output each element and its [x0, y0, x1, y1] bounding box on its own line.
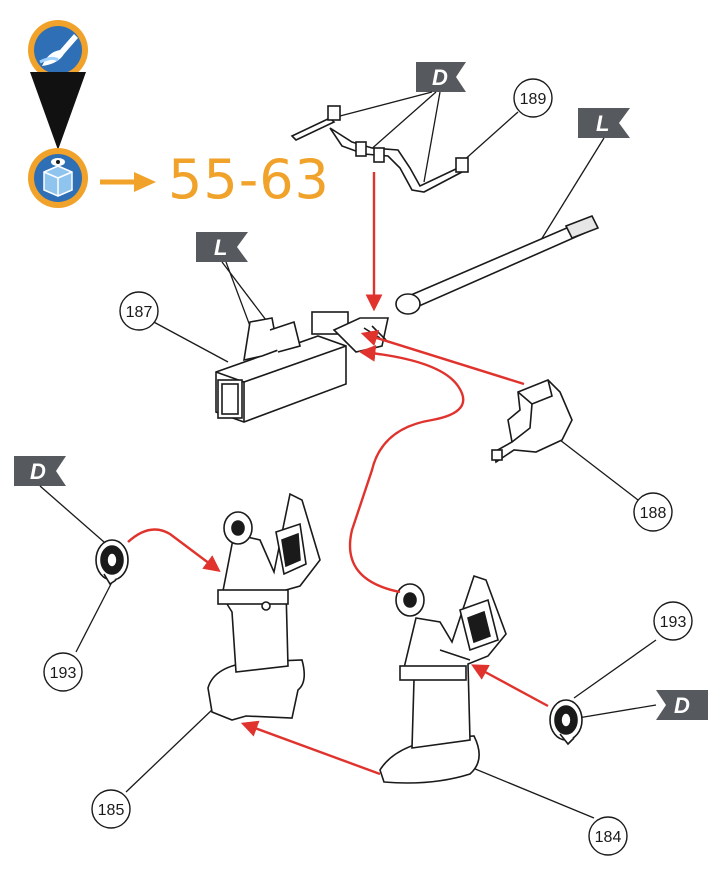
- flag-top-l: L: [578, 108, 630, 138]
- callout-184: 184: [588, 816, 628, 856]
- callout-188: 188: [633, 492, 673, 532]
- part-sight-bracket: [290, 105, 469, 193]
- flag-left-d: D: [14, 456, 66, 486]
- callout-187: 187: [119, 291, 159, 331]
- part-gun-mount-right: [379, 574, 507, 784]
- part-gun-barrel: [395, 214, 600, 315]
- callout-193-right: 193: [653, 601, 693, 641]
- arrow-right-icon: [100, 172, 156, 192]
- pointer-triangle: [30, 72, 86, 150]
- svg-text:185: 185: [98, 802, 125, 819]
- callout-185: 185: [91, 789, 131, 829]
- arrow-188-to-gun: [360, 329, 525, 386]
- flag-right-d: D: [656, 690, 708, 720]
- flag-mid-l-letter: L: [214, 235, 227, 260]
- arrow-193-to-right-mount: [471, 664, 549, 708]
- assembly-arrows: [127, 172, 549, 776]
- paint-brush-icon: [28, 20, 88, 80]
- page-reference: 55-63: [168, 148, 330, 211]
- flag-top-l-letter: L: [596, 111, 609, 136]
- svg-text:189: 189: [520, 91, 547, 108]
- part-gun-breech: [215, 311, 389, 423]
- flag-mid-l: L: [196, 232, 248, 262]
- flag-right-d-letter: D: [674, 693, 690, 718]
- svg-text:187: 187: [126, 304, 153, 321]
- part-handwheel-left: [95, 539, 129, 586]
- part-handwheel-right: [549, 699, 583, 746]
- arrow-193-to-left-mount: [127, 528, 221, 573]
- flag-top-d: D: [416, 62, 466, 92]
- callout-193-left: 193: [43, 652, 83, 692]
- arrow-184-to-185: [240, 720, 381, 776]
- leader-lines: [39, 91, 657, 819]
- svg-text:184: 184: [595, 829, 622, 846]
- flag-top-d-letter: D: [432, 65, 448, 90]
- svg-text:193: 193: [50, 665, 77, 682]
- part-gun-mount-left: [207, 492, 321, 721]
- svg-text:193: 193: [660, 614, 687, 631]
- callout-189: 189: [513, 78, 553, 118]
- svg-text:188: 188: [640, 505, 667, 522]
- arrow-184-to-gun: [348, 345, 465, 594]
- part-gun-shield-piece: [491, 379, 573, 464]
- eye-box-icon: [28, 148, 88, 208]
- flag-left-d-letter: D: [30, 459, 46, 484]
